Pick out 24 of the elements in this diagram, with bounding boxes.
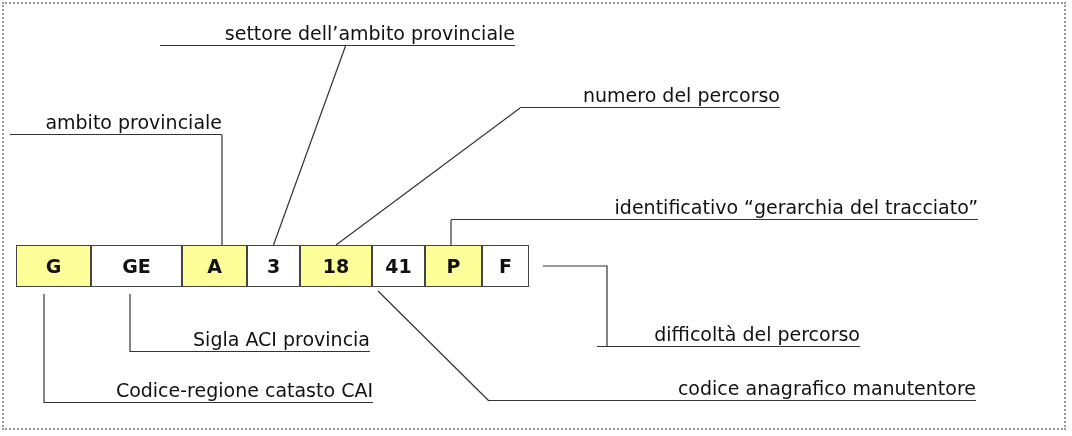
code-cell: 18 — [300, 245, 372, 287]
callout-label: numero del percorso — [520, 83, 780, 108]
callout-label: Sigla ACI provincia — [130, 327, 370, 352]
leader-line — [272, 45, 347, 246]
leader-line — [129, 293, 131, 353]
code-cell: GE — [91, 245, 182, 287]
leader-line — [450, 219, 452, 246]
code-cell: G — [16, 245, 91, 287]
callout-label: identificativo “gerarchia del tracciato” — [451, 195, 978, 220]
leader-line — [43, 293, 45, 404]
callout-label: codice anagrafico manutentore — [489, 376, 976, 401]
code-cell: A — [182, 245, 247, 287]
callout-label: ambito provinciale — [10, 110, 222, 135]
leader-line — [377, 290, 490, 402]
code-cell: 3 — [247, 245, 300, 287]
leader-line — [335, 107, 521, 246]
leader-line — [221, 134, 223, 246]
leader-line — [542, 265, 608, 348]
callout-label: difficoltà del percorso — [597, 322, 860, 347]
code-cell: 41 — [372, 245, 425, 287]
code-cell: P — [425, 245, 482, 287]
code-cell: F — [482, 245, 529, 287]
callout-label: settore dell’ambito provinciale — [160, 21, 515, 46]
callout-label: Codice-regione catasto CAI — [44, 378, 373, 403]
